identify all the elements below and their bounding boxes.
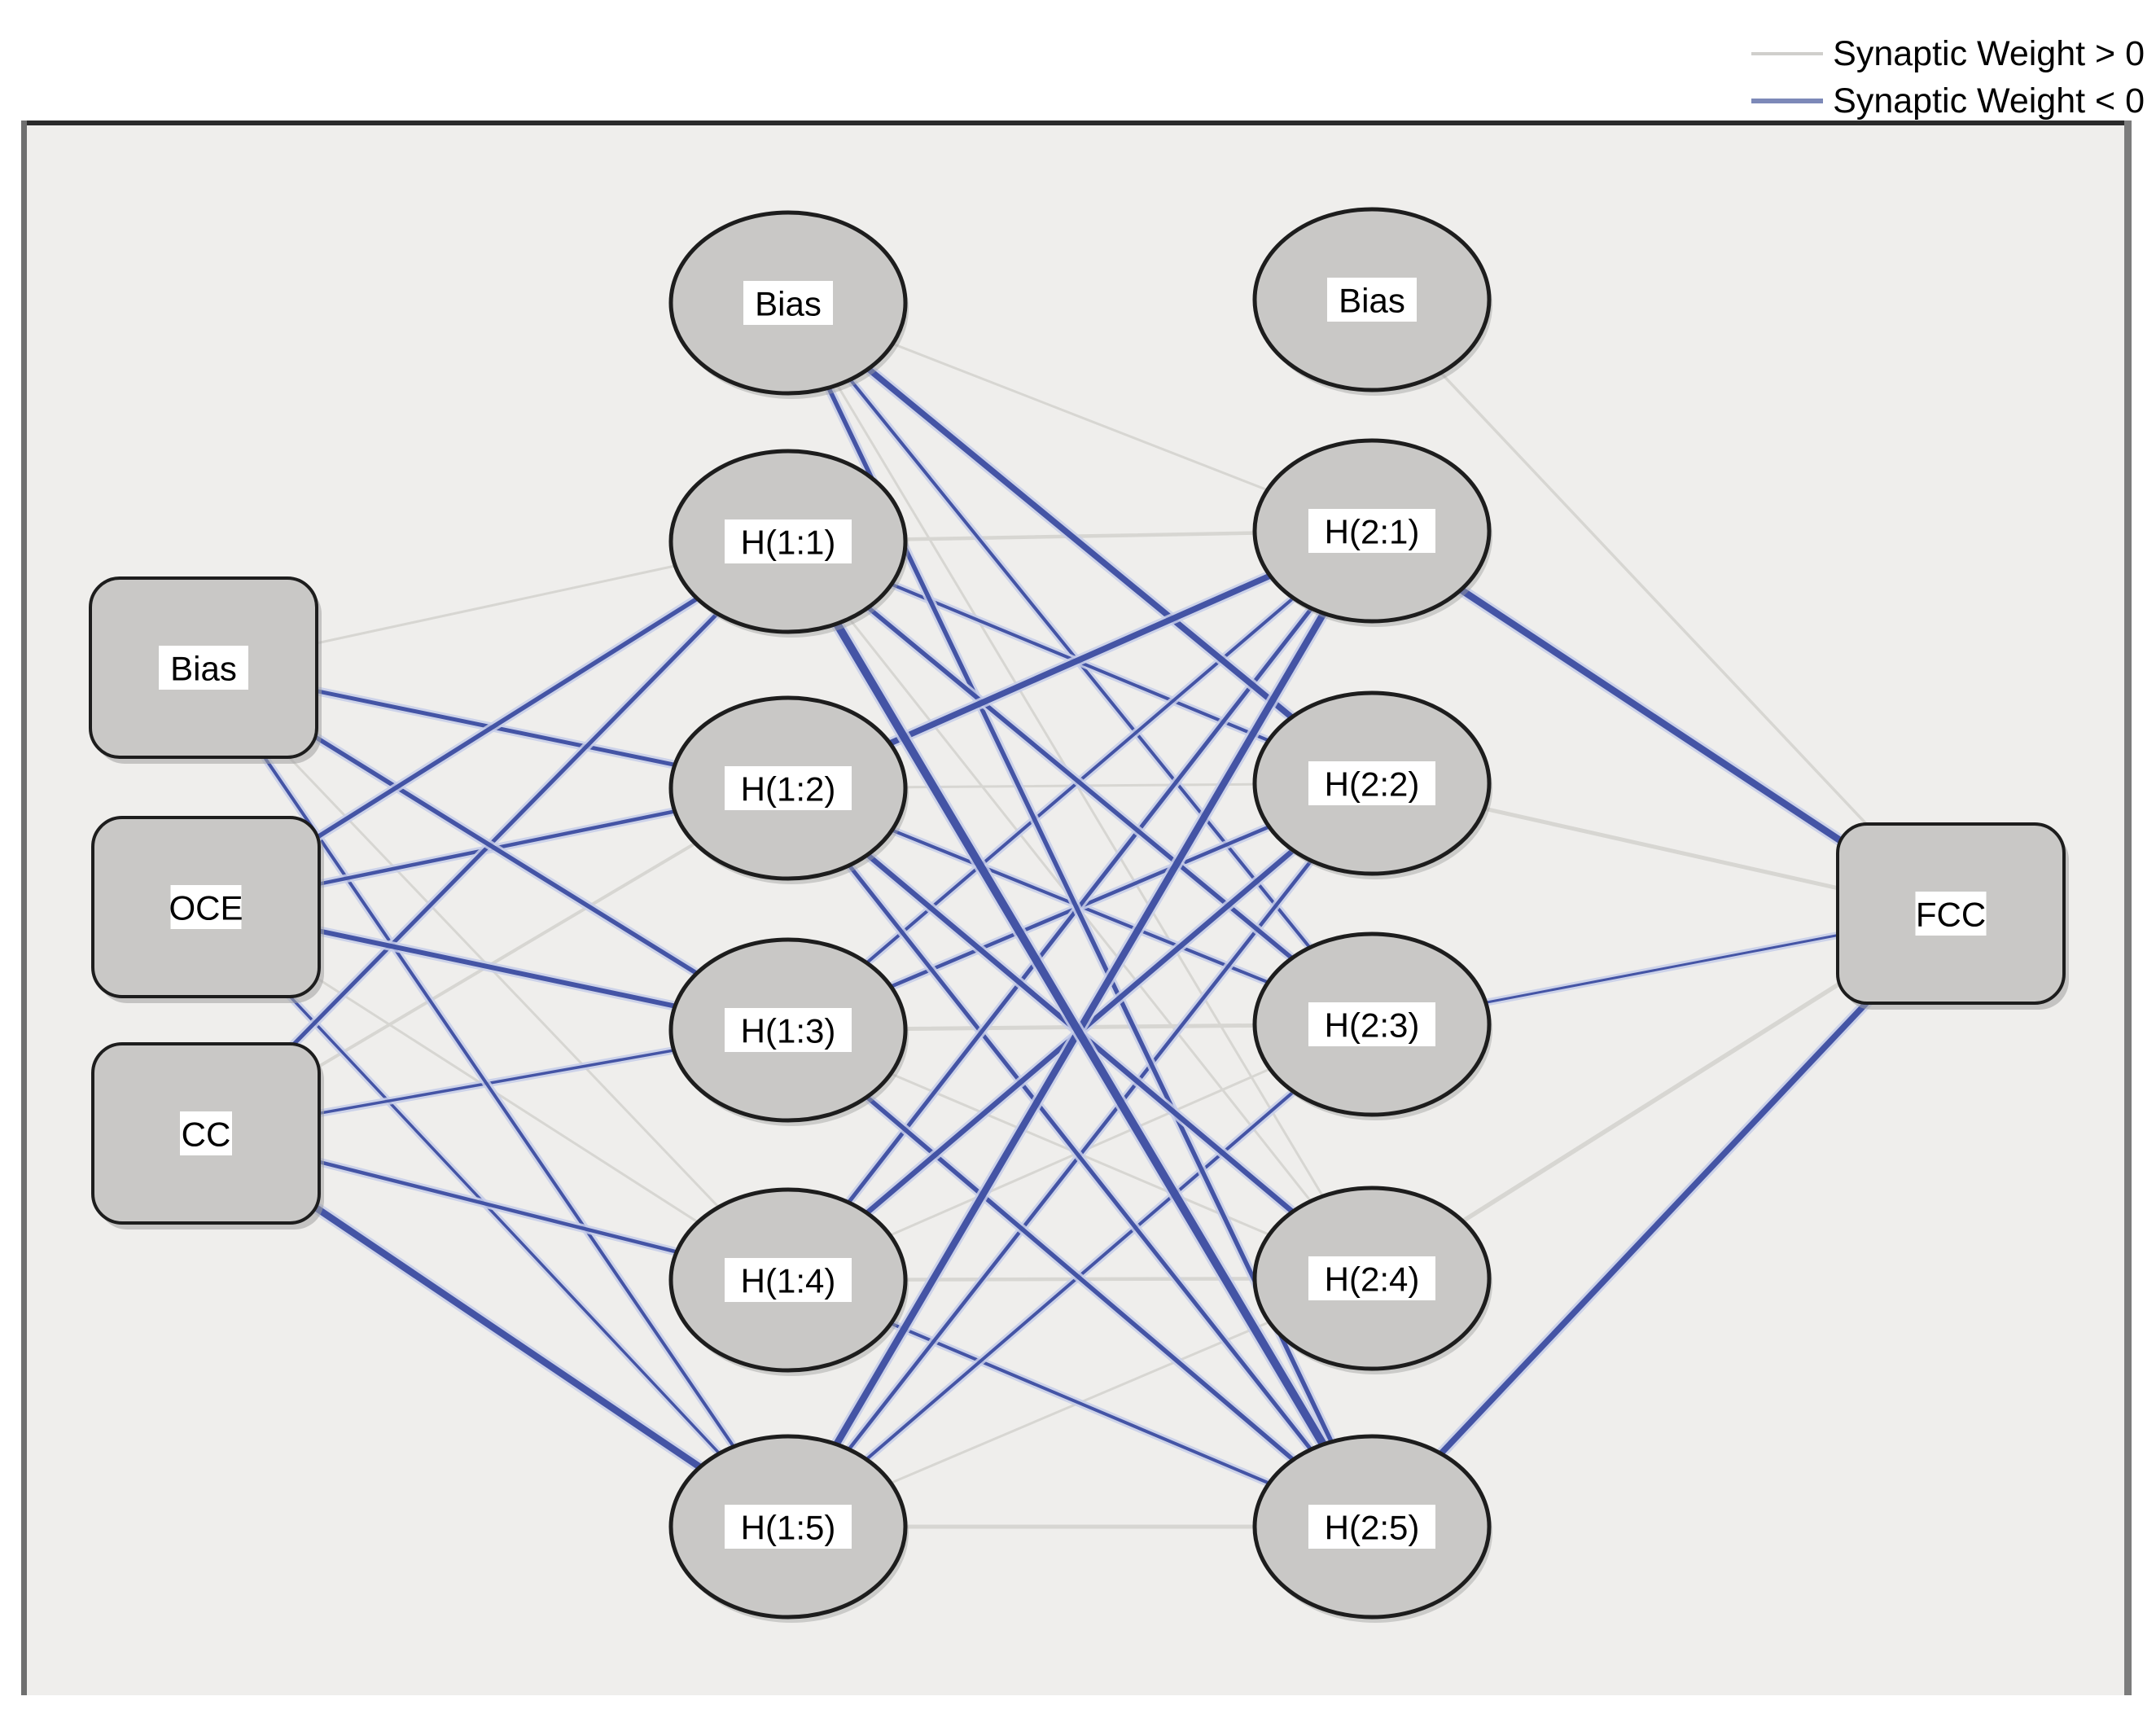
node-label-bg-h21 xyxy=(1308,509,1435,553)
node-label-bg-h13 xyxy=(725,1008,852,1052)
node-label-bg-h2_bias xyxy=(1327,278,1417,322)
node-label-h22: H(2:2) xyxy=(1325,765,1420,804)
node-label-bg-h22 xyxy=(1308,761,1435,805)
node-label-h11: H(1:1) xyxy=(741,524,836,562)
edge-h11-h23 xyxy=(786,539,1374,1027)
node-label-bg-h24 xyxy=(1308,1256,1435,1300)
node-label-h25: H(2:5) xyxy=(1325,1509,1420,1547)
node-label-bg-h1_bias xyxy=(743,281,833,325)
node-label-h23: H(2:3) xyxy=(1325,1006,1420,1045)
edge-h13-h25 xyxy=(786,1028,1374,1529)
node-label-h21: H(2:1) xyxy=(1325,513,1420,551)
legend-item-negative-weight: Synaptic Weight < 0 xyxy=(1751,80,2145,122)
node-label-bg-h11 xyxy=(725,519,852,563)
node-label-h14: H(1:4) xyxy=(741,1262,836,1300)
node-label-h12: H(1:2) xyxy=(741,770,836,809)
positive-weight-line-icon xyxy=(1751,52,1824,55)
frame-right-border xyxy=(2124,121,2132,1695)
edge-h11-h25 xyxy=(784,537,1376,1531)
edge-in_oce-h15 xyxy=(204,905,790,1528)
frame-top-border xyxy=(21,121,2130,125)
node-label-bg-in_bias xyxy=(159,646,248,690)
node-label-bg-h14 xyxy=(725,1258,852,1302)
node-label-bg-h23 xyxy=(1308,1002,1435,1046)
frame-left-border xyxy=(21,121,27,1695)
edge-in_bias-h14 xyxy=(202,666,790,1282)
legend: Synaptic Weight > 0 Synaptic Weight < 0 xyxy=(1751,33,2145,122)
node-label-in_bias: Bias xyxy=(170,650,237,688)
node-label-bg-h25 xyxy=(1308,1505,1435,1549)
node-label-bg-h12 xyxy=(725,766,852,810)
edge-h12-h25 xyxy=(786,786,1374,1529)
edge-h25-fcc xyxy=(1369,910,1954,1530)
edge-h1_bias-h24 xyxy=(787,301,1374,1280)
node-label-in_cc: CC xyxy=(182,1116,231,1154)
node-label-fcc: FCC xyxy=(1916,896,1986,934)
legend-item-positive-weight: Synaptic Weight > 0 xyxy=(1751,33,2145,75)
node-label-h15: H(1:5) xyxy=(741,1509,836,1547)
legend-label-positive: Synaptic Weight > 0 xyxy=(1833,33,2145,73)
node-label-bg-in_cc xyxy=(180,1111,232,1155)
node-label-bg-in_oce xyxy=(170,885,242,929)
edge-h2_bias-fcc xyxy=(1370,298,1952,915)
node-label-bg-h15 xyxy=(725,1505,852,1549)
node-label-h2_bias: Bias xyxy=(1339,282,1405,320)
edge-in_cc-h11 xyxy=(204,539,791,1136)
negative-weight-line-icon xyxy=(1751,99,1824,103)
legend-label-negative: Synaptic Weight < 0 xyxy=(1833,81,2145,121)
node-label-h24: H(2:4) xyxy=(1325,1260,1420,1299)
node-label-bg-fcc xyxy=(1915,892,1987,936)
node-label-in_oce: OCE xyxy=(169,889,243,927)
edge-in_bias-h15 xyxy=(202,666,790,1528)
node-label-h1_bias: Bias xyxy=(755,285,822,323)
node-label-h13: H(1:3) xyxy=(741,1012,836,1050)
